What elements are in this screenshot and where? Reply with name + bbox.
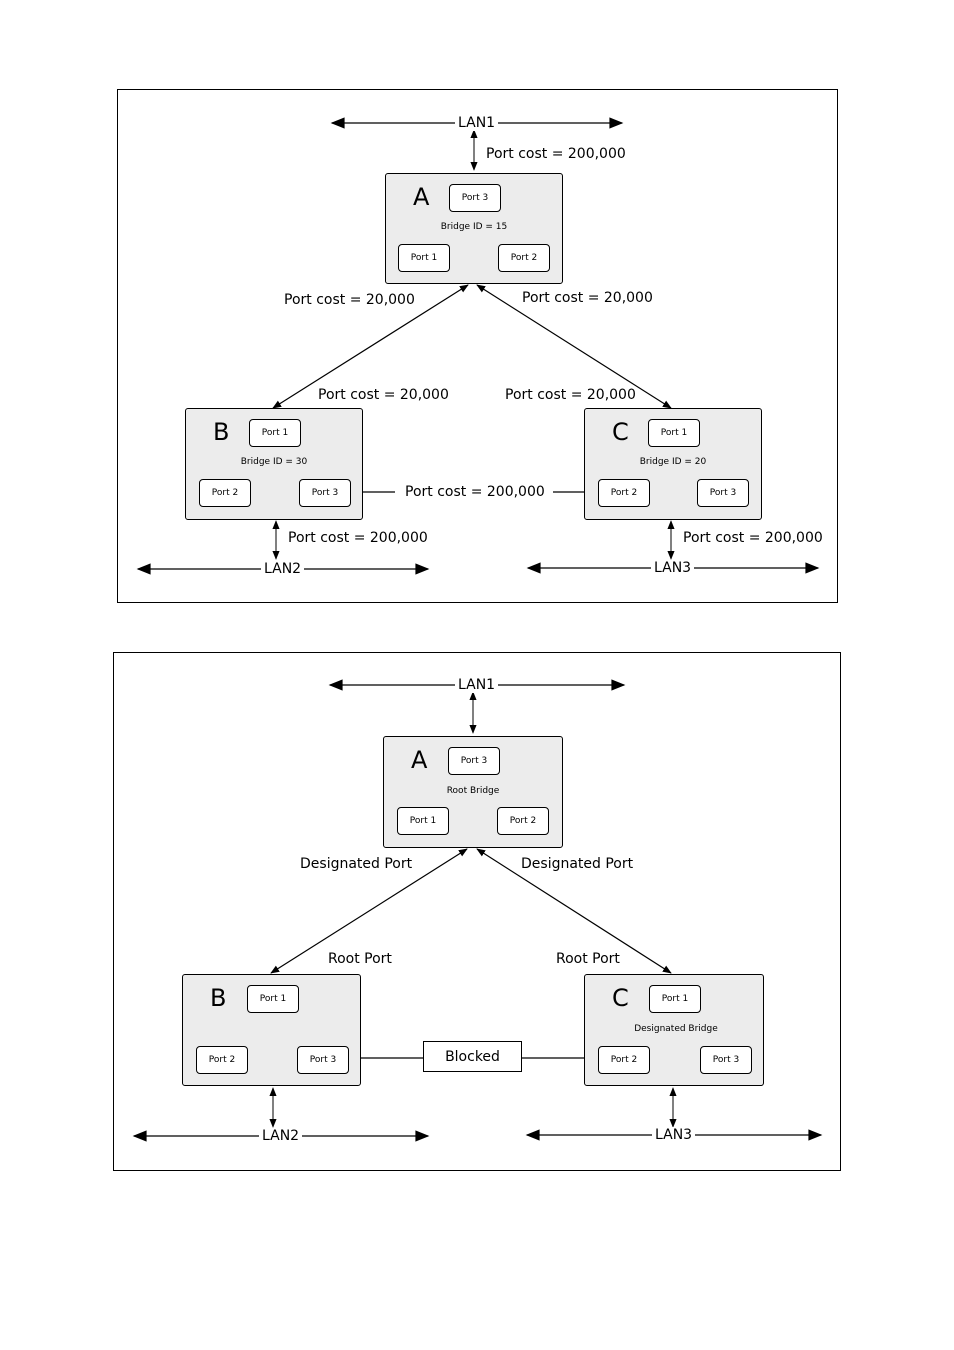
a-c-link xyxy=(476,848,672,974)
bridge-letter: B xyxy=(210,984,227,1012)
lan3-label: LAN3 xyxy=(651,560,695,576)
bridge-letter: A xyxy=(411,746,428,774)
port-1: Port 1 xyxy=(247,985,299,1013)
port-3: Port 3 xyxy=(299,479,351,507)
port-1: Port 1 xyxy=(648,419,700,447)
cost-b-c-label: Port cost = 200,000 xyxy=(405,484,545,500)
port-3: Port 3 xyxy=(700,1046,752,1074)
a-b-link xyxy=(270,848,468,974)
port-2: Port 2 xyxy=(598,479,650,507)
bridge-c: C Port 1 Bridge ID = 20 Port 2 Port 3 xyxy=(584,408,762,520)
port-2: Port 2 xyxy=(196,1046,248,1074)
port-1: Port 1 xyxy=(649,985,701,1013)
bridge-b: B Port 1 Port 2 Port 3 xyxy=(182,974,361,1086)
a-right-role-label: Designated Port xyxy=(521,856,634,872)
port-3: Port 3 xyxy=(697,479,749,507)
b-top-role-label: Root Port xyxy=(328,951,392,967)
port-3: Port 3 xyxy=(297,1046,349,1074)
bridge-a: A Port 3 Bridge ID = 15 Port 1 Port 2 xyxy=(385,173,563,284)
cost-c-top-label: Port cost = 20,000 xyxy=(505,387,636,403)
bridge-letter: A xyxy=(413,183,430,211)
bridge-id: Bridge ID = 20 xyxy=(639,457,707,467)
bridge-a: A Port 3 Root Bridge Port 1 Port 2 xyxy=(383,736,563,848)
bridge-b: B Port 1 Bridge ID = 30 Port 2 Port 3 xyxy=(185,408,363,520)
cost-a-left-label: Port cost = 20,000 xyxy=(284,292,415,308)
a-b-link xyxy=(272,284,469,409)
port-3: Port 3 xyxy=(449,184,501,212)
bridge-role: Designated Bridge xyxy=(634,1024,718,1034)
lan2-label: LAN2 xyxy=(261,561,305,577)
c-top-role-label: Root Port xyxy=(556,951,620,967)
cost-b-top-label: Port cost = 20,000 xyxy=(318,387,449,403)
port-2: Port 2 xyxy=(199,479,251,507)
lan3-label: LAN3 xyxy=(652,1127,696,1143)
port-1: Port 1 xyxy=(397,807,449,835)
port-2: Port 2 xyxy=(598,1046,650,1074)
port-1: Port 1 xyxy=(398,244,450,272)
port-2: Port 2 xyxy=(498,244,550,272)
bridge-letter: B xyxy=(213,418,230,446)
bridge-letter: C xyxy=(612,984,629,1012)
bridge-role: Root Bridge xyxy=(446,786,500,796)
bridge-id: Bridge ID = 30 xyxy=(240,457,308,467)
cost-lan1-a-label: Port cost = 200,000 xyxy=(486,146,626,162)
bridge-c: C Port 1 Designated Bridge Port 2 Port 3 xyxy=(584,974,764,1086)
a-c-link xyxy=(476,284,672,409)
bridge-id: Bridge ID = 15 xyxy=(440,222,508,232)
cost-b-lan2-label: Port cost = 200,000 xyxy=(288,530,428,546)
a-left-role-label: Designated Port xyxy=(300,856,413,872)
lan1-label: LAN1 xyxy=(455,677,499,693)
port-3: Port 3 xyxy=(448,747,500,775)
bridge-letter: C xyxy=(612,418,629,446)
lan2-label: LAN2 xyxy=(259,1128,303,1144)
blocked-link-label: Blocked xyxy=(423,1041,522,1072)
port-2: Port 2 xyxy=(497,807,549,835)
port-1: Port 1 xyxy=(249,419,301,447)
cost-c-lan3-label: Port cost = 200,000 xyxy=(683,530,823,546)
cost-a-right-label: Port cost = 20,000 xyxy=(522,290,653,306)
lan1-label: LAN1 xyxy=(455,115,499,131)
